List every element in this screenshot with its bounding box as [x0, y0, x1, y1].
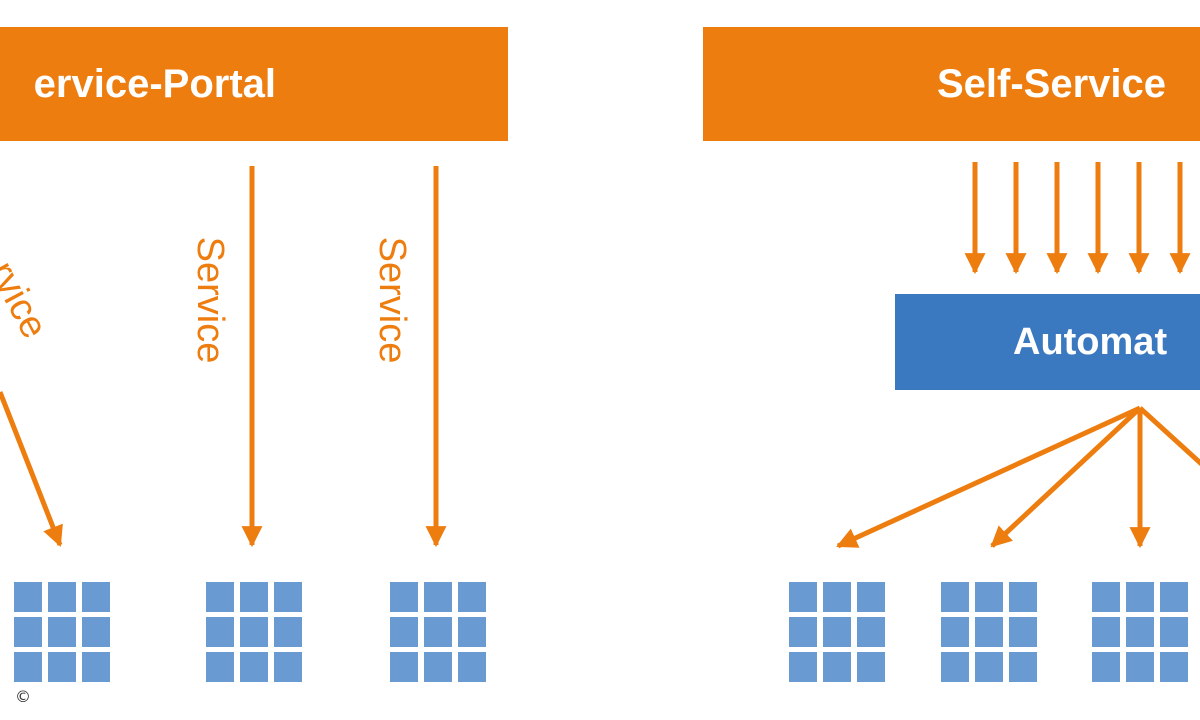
server-grid-icon [789, 582, 885, 682]
arrow-icon [1138, 406, 1200, 467]
service-label-2: Service [189, 236, 231, 364]
service-label-3: Service [371, 236, 413, 364]
server-grid-icon [206, 582, 302, 682]
banner-title-left: ervice-Portal [33, 62, 276, 106]
arrow-icon [0, 391, 63, 547]
arrow-icon [990, 406, 1142, 548]
automation-label: Automat [1013, 321, 1168, 363]
copyright-icon: © [12, 686, 34, 708]
automation-box: Automat [895, 294, 1200, 390]
self-service-portal-banner-left: ervice-Portal [0, 27, 508, 141]
server-grid-icon [14, 582, 110, 682]
server-grid-icon [941, 582, 1037, 682]
arrow-icon [836, 405, 1142, 549]
banner-title-right: Self-Service [937, 62, 1167, 106]
server-grid-icon [1092, 582, 1200, 682]
self-service-portal-banner-right: Self-Service [703, 27, 1200, 141]
server-grid-icon [390, 582, 486, 682]
